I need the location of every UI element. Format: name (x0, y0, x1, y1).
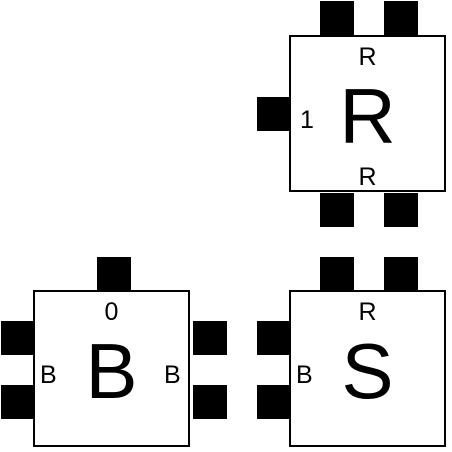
tile-r-top-connector-left (320, 1, 354, 35)
tile-b-left-connector-lower (1, 385, 35, 419)
tile-s[interactable]: R S B (289, 290, 446, 447)
tile-r-left-label: 1 (300, 106, 314, 134)
tile-b-right-connector-upper (193, 321, 227, 355)
tile-r-bottom-label: R (358, 163, 377, 191)
tile-s-left-connector-upper (257, 321, 291, 355)
tile-b[interactable]: 0 B B B (33, 290, 190, 447)
tile-s-left-label: B (296, 361, 313, 389)
tile-b-center-label: B (85, 327, 138, 415)
tile-r-center-label: R (339, 72, 396, 160)
tile-r-bottom-connector-right (384, 193, 418, 227)
tile-r-top-connector-right (384, 1, 418, 35)
tile-s-center-label: S (341, 327, 394, 415)
tile-r-bottom-connector-left (320, 193, 354, 227)
tile-s-top-connector-left (320, 257, 354, 291)
tile-s-left-connector-lower (257, 385, 291, 419)
tile-r-top-label: R (358, 43, 377, 71)
tile-b-left-label: B (40, 361, 57, 389)
tile-b-right-connector-lower (193, 385, 227, 419)
tile-b-left-connector-upper (1, 321, 35, 355)
tile-b-top-connector (97, 257, 131, 291)
tile-s-top-label: R (358, 298, 377, 326)
tile-b-top-label: 0 (104, 298, 119, 326)
tile-b-right-label: B (164, 361, 181, 389)
tile-r-left-connector (257, 97, 291, 131)
tile-s-top-connector-right (384, 257, 418, 291)
tile-r[interactable]: R R R 1 (289, 35, 446, 192)
